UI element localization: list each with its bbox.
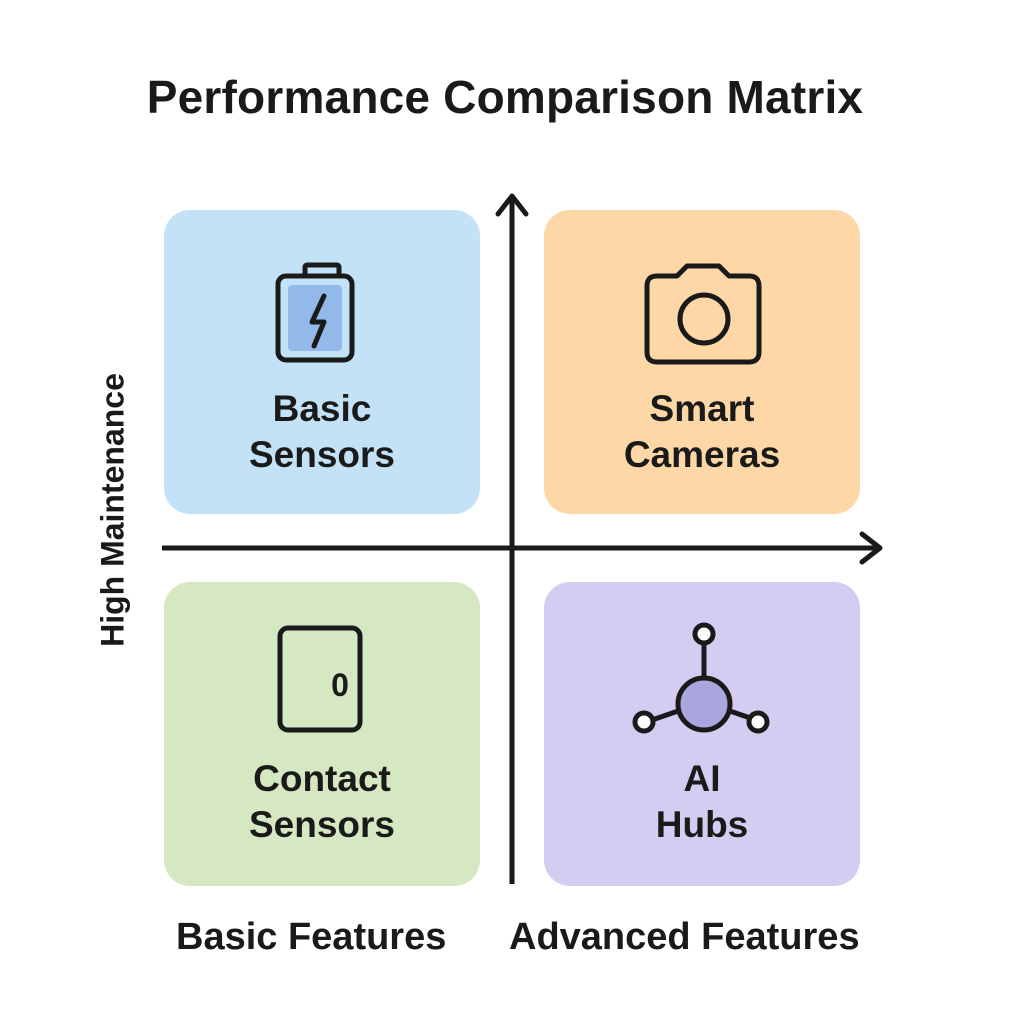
quadrant-label-line1: Smart <box>649 388 755 429</box>
y-axis-arrow-icon <box>495 193 529 217</box>
quadrant-label: AI Hubs <box>544 756 860 848</box>
quadrant-contact-sensors: 0 Contact Sensors <box>164 582 480 886</box>
battery-icon <box>275 262 355 363</box>
quadrant-label-line2: Sensors <box>248 434 395 475</box>
quadrant-label: Smart Cameras <box>544 386 860 478</box>
quadrant-label-line2: Hubs <box>655 804 749 845</box>
quadrant-ai-hubs: AI Hubs <box>544 582 860 886</box>
quadrant-label-line1: AI <box>683 758 721 799</box>
x-axis-arrow-icon <box>859 531 883 565</box>
quadrant-label-line1: Basic <box>272 388 372 429</box>
y-axis-label: High Maintenance <box>94 373 131 647</box>
door-icon: 0 <box>277 625 363 733</box>
quadrant-label: Basic Sensors <box>164 386 480 478</box>
quadrant-label-line2: Cameras <box>623 434 781 475</box>
x-axis-label-left: Basic Features <box>176 916 447 958</box>
quadrant-smart-cameras: Smart Cameras <box>544 210 860 514</box>
door-handle-glyph: 0 <box>331 667 349 703</box>
x-axis-label-right: Advanced Features <box>509 916 860 958</box>
quadrant-label-line2: Sensors <box>248 804 395 845</box>
camera-icon <box>644 263 762 365</box>
quadrant-basic-sensors: Basic Sensors <box>164 210 480 514</box>
chart-title: Performance Comparison Matrix <box>146 71 864 123</box>
quadrant-label-line1: Contact <box>253 758 391 799</box>
quadrant-label: Contact Sensors <box>164 756 480 848</box>
network-hub-icon <box>632 622 770 734</box>
